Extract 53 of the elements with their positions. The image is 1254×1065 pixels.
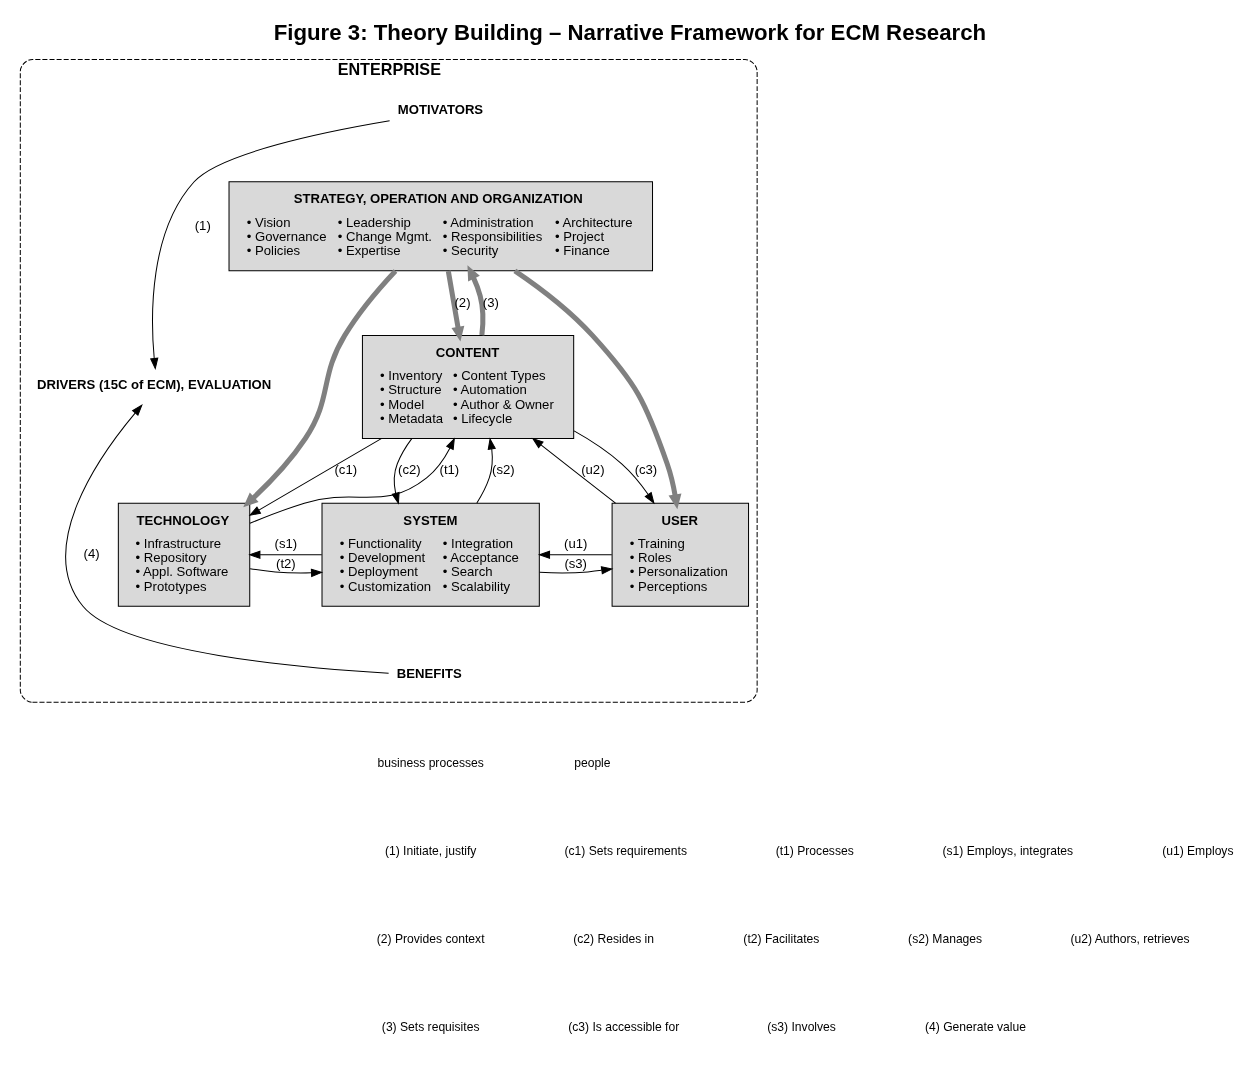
node-box: CONTENT • Inventory • Structure • Model • Metadata • Content Types • Automation • Author & Owner • Lifecycle: [361, 334, 575, 439]
node-box: USER • Training • Roles • Personalization • Perceptions: [611, 502, 750, 607]
node-text: MOTIVATORS: [397, 102, 484, 118]
node-text: DRIVERS (15C of ECM), EVALUATION: [36, 377, 272, 393]
arrow: [537, 550, 613, 559]
label: (u2) Authors, retrieves: [1070, 931, 1190, 946]
edge-label: (u1): [564, 536, 588, 552]
edge-label: (c1): [334, 462, 358, 478]
arrow: [513, 268, 682, 510]
edge-label: (1): [194, 217, 211, 233]
edge-label: (s2): [492, 462, 515, 478]
arrow: [65, 404, 390, 674]
edge-label: (t1): [439, 462, 460, 478]
label: (2) Provides context: [376, 931, 485, 946]
label: (3) Sets requisites: [381, 1019, 480, 1034]
label: (1) Initiate, justify: [384, 844, 477, 859]
node-text: BENEFITS: [396, 666, 462, 682]
edge-label: (4): [83, 546, 100, 562]
label: (4) Generate value: [924, 1019, 1026, 1034]
node-box: TECHNOLOGY • Infrastructure • Repository • Appl. Software • Prototypes: [117, 502, 251, 607]
arrow: [539, 566, 614, 575]
arrow: [149, 120, 391, 371]
arrow: [573, 430, 655, 505]
arrow: [249, 437, 455, 524]
label: (s1) Employs, integrates: [942, 844, 1074, 859]
node-box: STRATEGY, OPERATION AND ORGANIZATION • Vision • Governance • Policies • Leadership • Change Mgmt. • Expertise • Administration • Responsibilities • Security • Architecture • Project • Finance: [228, 181, 654, 272]
arrow: [476, 437, 496, 504]
edge-label: (c2): [398, 462, 421, 478]
label: people: [574, 756, 611, 771]
label: (c2) Resides in: [573, 931, 654, 946]
arrow: [249, 568, 324, 578]
edge-label: (s1): [274, 536, 298, 552]
label: (s3) Involves: [767, 1019, 836, 1034]
label: (c1) Sets requirements: [564, 844, 687, 859]
label: business processes: [377, 756, 484, 771]
edge-label: (c3): [634, 462, 658, 478]
edge-label: (s3): [564, 556, 588, 572]
label: (t1) Processes: [775, 844, 854, 859]
edge-label: (3): [482, 294, 499, 310]
label: (t2) Facilitates: [743, 931, 820, 946]
arrow: [248, 438, 382, 516]
label: (u1) Employs: [1162, 844, 1234, 859]
edge-label: (2): [454, 294, 471, 310]
label: (s2) Manages: [908, 931, 983, 946]
arrow: [445, 270, 465, 342]
arrow: [248, 550, 323, 559]
arrow: [467, 265, 486, 336]
node-box: SYSTEM • Functionality • Development • Deployment • Customization • Integration • Acceptance • Search • Scalability: [321, 502, 540, 607]
label: (c3) Is accessible for: [568, 1019, 680, 1034]
arrow: [531, 437, 616, 504]
edge-label: (u2): [581, 462, 605, 478]
diagram-title: Figure 3: Theory Building – Narrative Framework for ECM Research: [273, 19, 987, 45]
edge-label: (t2): [276, 556, 296, 572]
